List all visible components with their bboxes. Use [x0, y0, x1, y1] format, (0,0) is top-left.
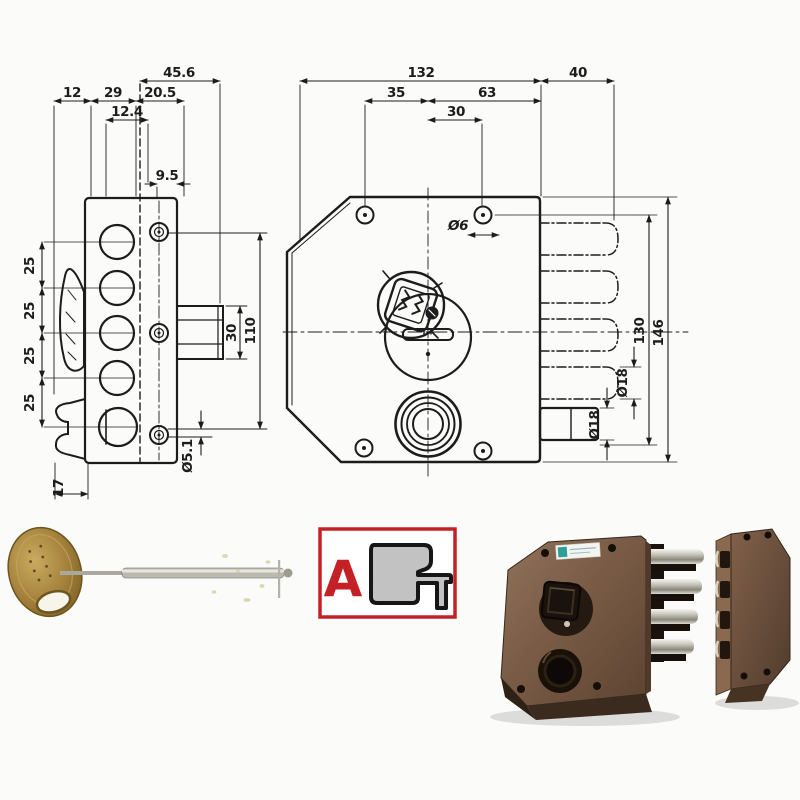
- dim-146: 146: [651, 320, 667, 347]
- chrome-bolts: [640, 549, 704, 661]
- dim-29: 29: [104, 85, 122, 101]
- key-photo: [7, 526, 293, 618]
- dim-110: 110: [243, 318, 259, 345]
- lock-photo: [490, 535, 704, 726]
- key-ring-hole: [35, 589, 72, 614]
- photo-speckles: [211, 554, 271, 602]
- rosette-front: [383, 292, 473, 382]
- dim-bolt-dia-bottom: Ø18: [587, 410, 603, 439]
- door-jamb-profile-icon: [369, 543, 453, 610]
- dim-132: 132: [408, 65, 435, 81]
- dim-25-2: 25: [22, 302, 38, 320]
- center-extension-lines: [43, 241, 137, 428]
- mounting-type-badge: A: [318, 527, 457, 619]
- dim-40: 40: [569, 65, 587, 81]
- dim-45-6: 45.6: [163, 65, 195, 81]
- knob-profile: [54, 397, 86, 461]
- phantom-bolts: [539, 222, 619, 400]
- dim-12: 12: [63, 85, 81, 101]
- dim-30-side: 30: [224, 324, 240, 342]
- badge-letter: A: [324, 550, 363, 608]
- key-head: [7, 526, 83, 618]
- strike-box-photo: [715, 528, 799, 710]
- front-view-drawing: 132 40 35 63 30 Ø6 130 146 Ø18 Ø18: [282, 65, 689, 481]
- case-screws: [517, 544, 616, 693]
- strike-bottom-face: [725, 684, 770, 703]
- key-stem-thin: [60, 571, 124, 575]
- brand-logo-mark: [557, 546, 568, 558]
- dim-63: 63: [478, 85, 496, 101]
- key-tip: [283, 568, 293, 578]
- dim-bolt-dia-top: Ø18: [615, 368, 631, 397]
- key-tip-stop: [278, 560, 281, 598]
- strike-screws: [740, 531, 772, 680]
- escutcheon-profile: [59, 268, 85, 372]
- dim-25-4: 25: [22, 394, 38, 412]
- lock-knob: [539, 580, 593, 636]
- lock-cylinder: [538, 649, 582, 693]
- dim-25-1: 25: [22, 257, 38, 275]
- dim-screw-dia-front: Ø6: [447, 218, 468, 234]
- dim-25-3: 25: [22, 347, 38, 365]
- lower-deadbolt: [538, 406, 600, 442]
- turn-knob-front: [376, 270, 446, 340]
- key-engraving: [28, 544, 52, 582]
- key-slot: [402, 328, 454, 341]
- strike-main-face: [730, 528, 791, 690]
- dim-screw-dia-left: Ø5.1: [180, 439, 196, 473]
- dim-130: 130: [632, 318, 648, 345]
- lock-case-front: [285, 195, 542, 464]
- side-view-drawing: 45.6 12 29 20.5 12.4 9.5 25 25 25 25 30 …: [22, 65, 268, 500]
- dim-30-front: 30: [447, 104, 465, 120]
- brand-label: [555, 542, 601, 560]
- lock-body-side: [641, 537, 651, 694]
- dim-9-5: 9.5: [156, 168, 179, 184]
- escutcheon-hatch: [65, 289, 77, 361]
- front-screw-holes: [354, 205, 493, 461]
- dim-17: 17: [51, 479, 67, 497]
- cylinder-rings: [394, 390, 462, 458]
- bolt-holes: [97, 223, 139, 448]
- dim-35: 35: [387, 85, 405, 101]
- deadbolt-side: [176, 305, 224, 360]
- dim-20-5: 20.5: [144, 85, 176, 101]
- screw-holes: [149, 222, 169, 445]
- strike-bolt-holes: [715, 550, 730, 659]
- lock-body-bottom: [527, 694, 652, 720]
- dim-12-4: 12.4: [111, 104, 143, 120]
- knob-pin-photo: [564, 621, 570, 627]
